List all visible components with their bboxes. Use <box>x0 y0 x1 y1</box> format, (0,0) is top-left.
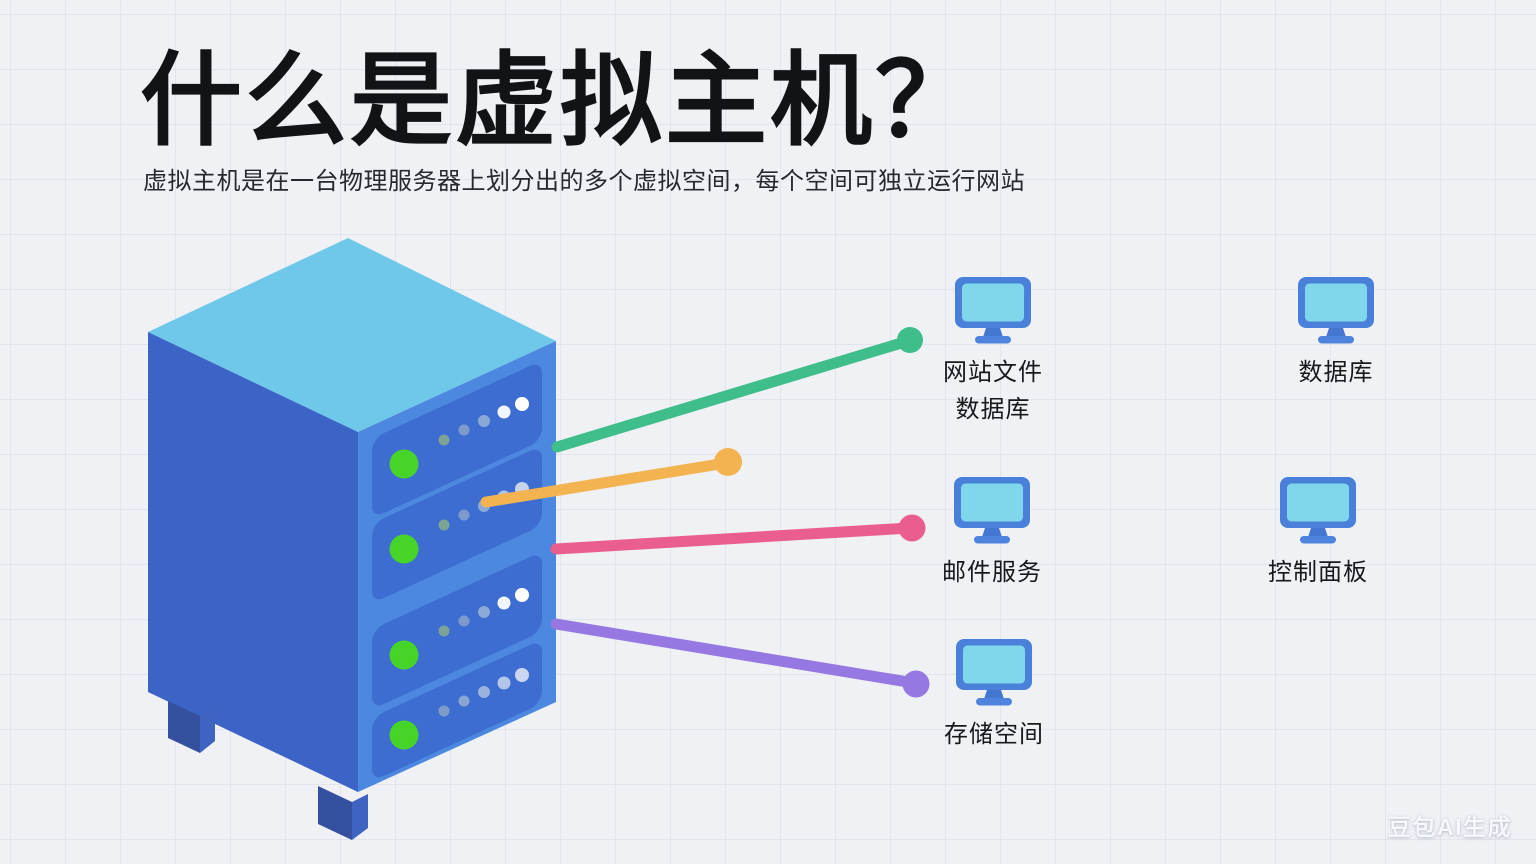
yellow-connection-line <box>480 457 732 508</box>
endpoint-website-files: 网站文件 数据库 <box>908 277 1078 428</box>
monitor-icon <box>1279 477 1357 545</box>
endpoint-label: 存储空间 <box>944 721 1044 748</box>
server-feet <box>168 701 368 840</box>
server-status-dots <box>438 397 529 717</box>
endpoint-mail-service: 邮件服务 <box>907 477 1077 591</box>
server-top-face <box>148 238 556 432</box>
endpoint-control-panel: 控制面板 <box>1233 477 1403 591</box>
connection-lines <box>480 327 930 698</box>
server-illustration <box>148 238 556 840</box>
green-endpoint-dot <box>897 327 923 353</box>
endpoint-storage-space: 存储空间 <box>909 639 1079 753</box>
monitor-icon <box>953 477 1031 545</box>
pink-endpoint-dot <box>898 514 926 542</box>
monitor-icon <box>1297 277 1375 345</box>
server-led-lights <box>389 449 419 750</box>
pink-connection-line <box>550 522 916 555</box>
endpoint-label: 网站文件 数据库 <box>943 359 1043 424</box>
server-left-face <box>148 332 358 792</box>
green-connection-line <box>551 335 914 453</box>
endpoint-label: 控制面板 <box>1268 559 1368 586</box>
endpoint-label: 邮件服务 <box>942 559 1042 586</box>
endpoint-database: 数据库 <box>1251 277 1421 391</box>
monitor-icon <box>955 639 1033 707</box>
purple-endpoint-dot <box>902 670 930 698</box>
page-title: 什么是虚拟主机？ <box>140 44 980 158</box>
purple-connection-line <box>550 618 920 689</box>
endpoint-label: 数据库 <box>1298 359 1374 386</box>
watermark: 豆包AI生成 <box>1388 814 1512 840</box>
yellow-endpoint-dot <box>714 448 742 476</box>
page-subtitle: 虚拟主机是在一台物理服务器上划分出的多个虚拟空间，每个空间可独立运行网站 <box>143 168 1025 195</box>
monitor-icon <box>954 277 1032 345</box>
